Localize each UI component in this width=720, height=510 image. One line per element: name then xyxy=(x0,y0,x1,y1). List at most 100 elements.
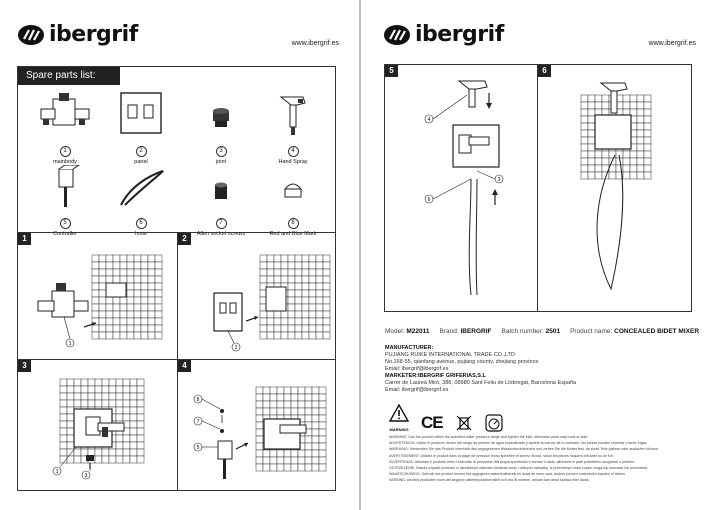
wall-tile xyxy=(105,310,114,319)
wall-tile xyxy=(301,303,310,312)
step-2-illustration: 2 xyxy=(213,254,331,352)
wall-tile xyxy=(73,385,82,394)
wall-tile xyxy=(580,143,589,152)
wall-tile xyxy=(115,434,124,443)
website-link[interactable]: www.ibergrif.es xyxy=(291,40,339,47)
marketer-email: Email: ibergrif@ibergrif.es xyxy=(385,387,449,393)
wall-tile xyxy=(119,254,128,263)
wall-tile xyxy=(629,164,638,173)
website-link-right[interactable]: www.ibergrif.es xyxy=(648,40,696,47)
wall-tile xyxy=(98,296,107,305)
wall-tile xyxy=(315,296,324,305)
wall-tile xyxy=(318,421,327,430)
wall-tile xyxy=(154,317,163,326)
wall-tile xyxy=(315,324,324,333)
wall-tile xyxy=(315,261,324,270)
wall-tile xyxy=(112,324,121,333)
wall-tile xyxy=(643,157,652,166)
part-hose: 6 hose xyxy=(106,165,176,237)
wall-tile xyxy=(643,115,652,124)
wall-tile xyxy=(311,386,320,395)
wall-tile xyxy=(276,393,285,402)
brand-logo-right: ibergrif xyxy=(383,22,504,47)
wall-tile xyxy=(98,254,107,263)
wall-tile xyxy=(140,275,149,284)
wall-tile xyxy=(311,456,320,465)
wall-tile xyxy=(294,310,303,319)
wall-tile xyxy=(297,400,306,409)
wall-tile xyxy=(304,435,313,444)
part-label: Red and Blue Mark xyxy=(269,231,317,237)
wall-tile xyxy=(122,406,131,415)
wall-tile xyxy=(154,282,163,291)
batch-value: 2501 xyxy=(545,328,561,335)
wall-tile xyxy=(287,331,296,340)
wall-tile xyxy=(140,296,149,305)
callout-number: 3 xyxy=(498,177,501,183)
wall-tile xyxy=(608,171,617,180)
warning-line: WARNING: Use the product within the spec… xyxy=(389,435,589,439)
wall-tile xyxy=(322,261,331,270)
wall-tile xyxy=(280,310,289,319)
wall-tile xyxy=(322,275,331,284)
wall-tile xyxy=(304,386,313,395)
wall-tile xyxy=(301,254,310,263)
wall-tile xyxy=(91,303,100,312)
wall-tile xyxy=(294,268,303,277)
wall-tile xyxy=(112,254,121,263)
wall-tile xyxy=(273,324,282,333)
wall-tile xyxy=(629,94,638,103)
callout-number: 7 xyxy=(197,419,200,425)
wall-tile xyxy=(636,129,645,138)
callout-number: 5 xyxy=(197,445,200,451)
wall-tile xyxy=(136,413,145,422)
wall-tile xyxy=(283,400,292,409)
wall-tile xyxy=(280,317,289,326)
wall-tile xyxy=(66,392,75,401)
wall-tile xyxy=(91,331,100,340)
wall-tile xyxy=(290,400,299,409)
wall-tile xyxy=(105,324,114,333)
wall-tile xyxy=(122,392,131,401)
part-red-blue-mark: 8 Red and Blue Mark xyxy=(258,165,328,237)
wall-tile xyxy=(59,441,68,450)
wall-tile xyxy=(105,331,114,340)
wall-tile xyxy=(587,143,596,152)
part-number: 8 xyxy=(287,218,299,229)
wall-tile xyxy=(587,115,596,124)
wall-tile xyxy=(587,108,596,117)
part-allen-screws: 7 Allen socket screws xyxy=(186,165,256,237)
part-mainbody: 1 mainbody xyxy=(30,89,100,165)
wall-tile xyxy=(287,275,296,284)
wall-tile xyxy=(255,428,264,437)
wall-tile xyxy=(290,456,299,465)
wall-tile xyxy=(318,414,327,423)
part-panel: 2 panel xyxy=(106,89,176,165)
wall-tile xyxy=(643,94,652,103)
warning-line: AVVERTENZA: Utilizzare il prodotto entro… xyxy=(389,459,636,464)
wall-tile xyxy=(273,261,282,270)
wall-tile xyxy=(262,393,271,402)
wall-tile xyxy=(301,296,310,305)
wall-tile xyxy=(80,385,89,394)
left-page: ibergrif www.ibergrif.es Spare parts lis… xyxy=(0,0,359,510)
wall-tile xyxy=(94,399,103,408)
marketer-block: MARKETER:IBERGRIF GRIFERIAS,S.L Carrer d… xyxy=(385,373,576,394)
wall-tile xyxy=(297,449,306,458)
wall-tile xyxy=(101,378,110,387)
wall-tile xyxy=(73,399,82,408)
wall-tile xyxy=(154,331,163,340)
wall-tile xyxy=(622,150,631,159)
wall-tile xyxy=(126,324,135,333)
wall-tile xyxy=(105,296,114,305)
wall-tile xyxy=(636,143,645,152)
wall-tile xyxy=(322,282,331,291)
wall-tile xyxy=(154,303,163,312)
wall-tile xyxy=(629,171,638,180)
product-value: CONCEALED BIDET MIXER xyxy=(614,328,700,335)
wall-tile xyxy=(129,399,138,408)
wall-tile xyxy=(147,275,156,284)
brand-name: ibergrif xyxy=(415,22,504,47)
wall-tile xyxy=(255,400,264,409)
wall-tile xyxy=(587,164,596,173)
